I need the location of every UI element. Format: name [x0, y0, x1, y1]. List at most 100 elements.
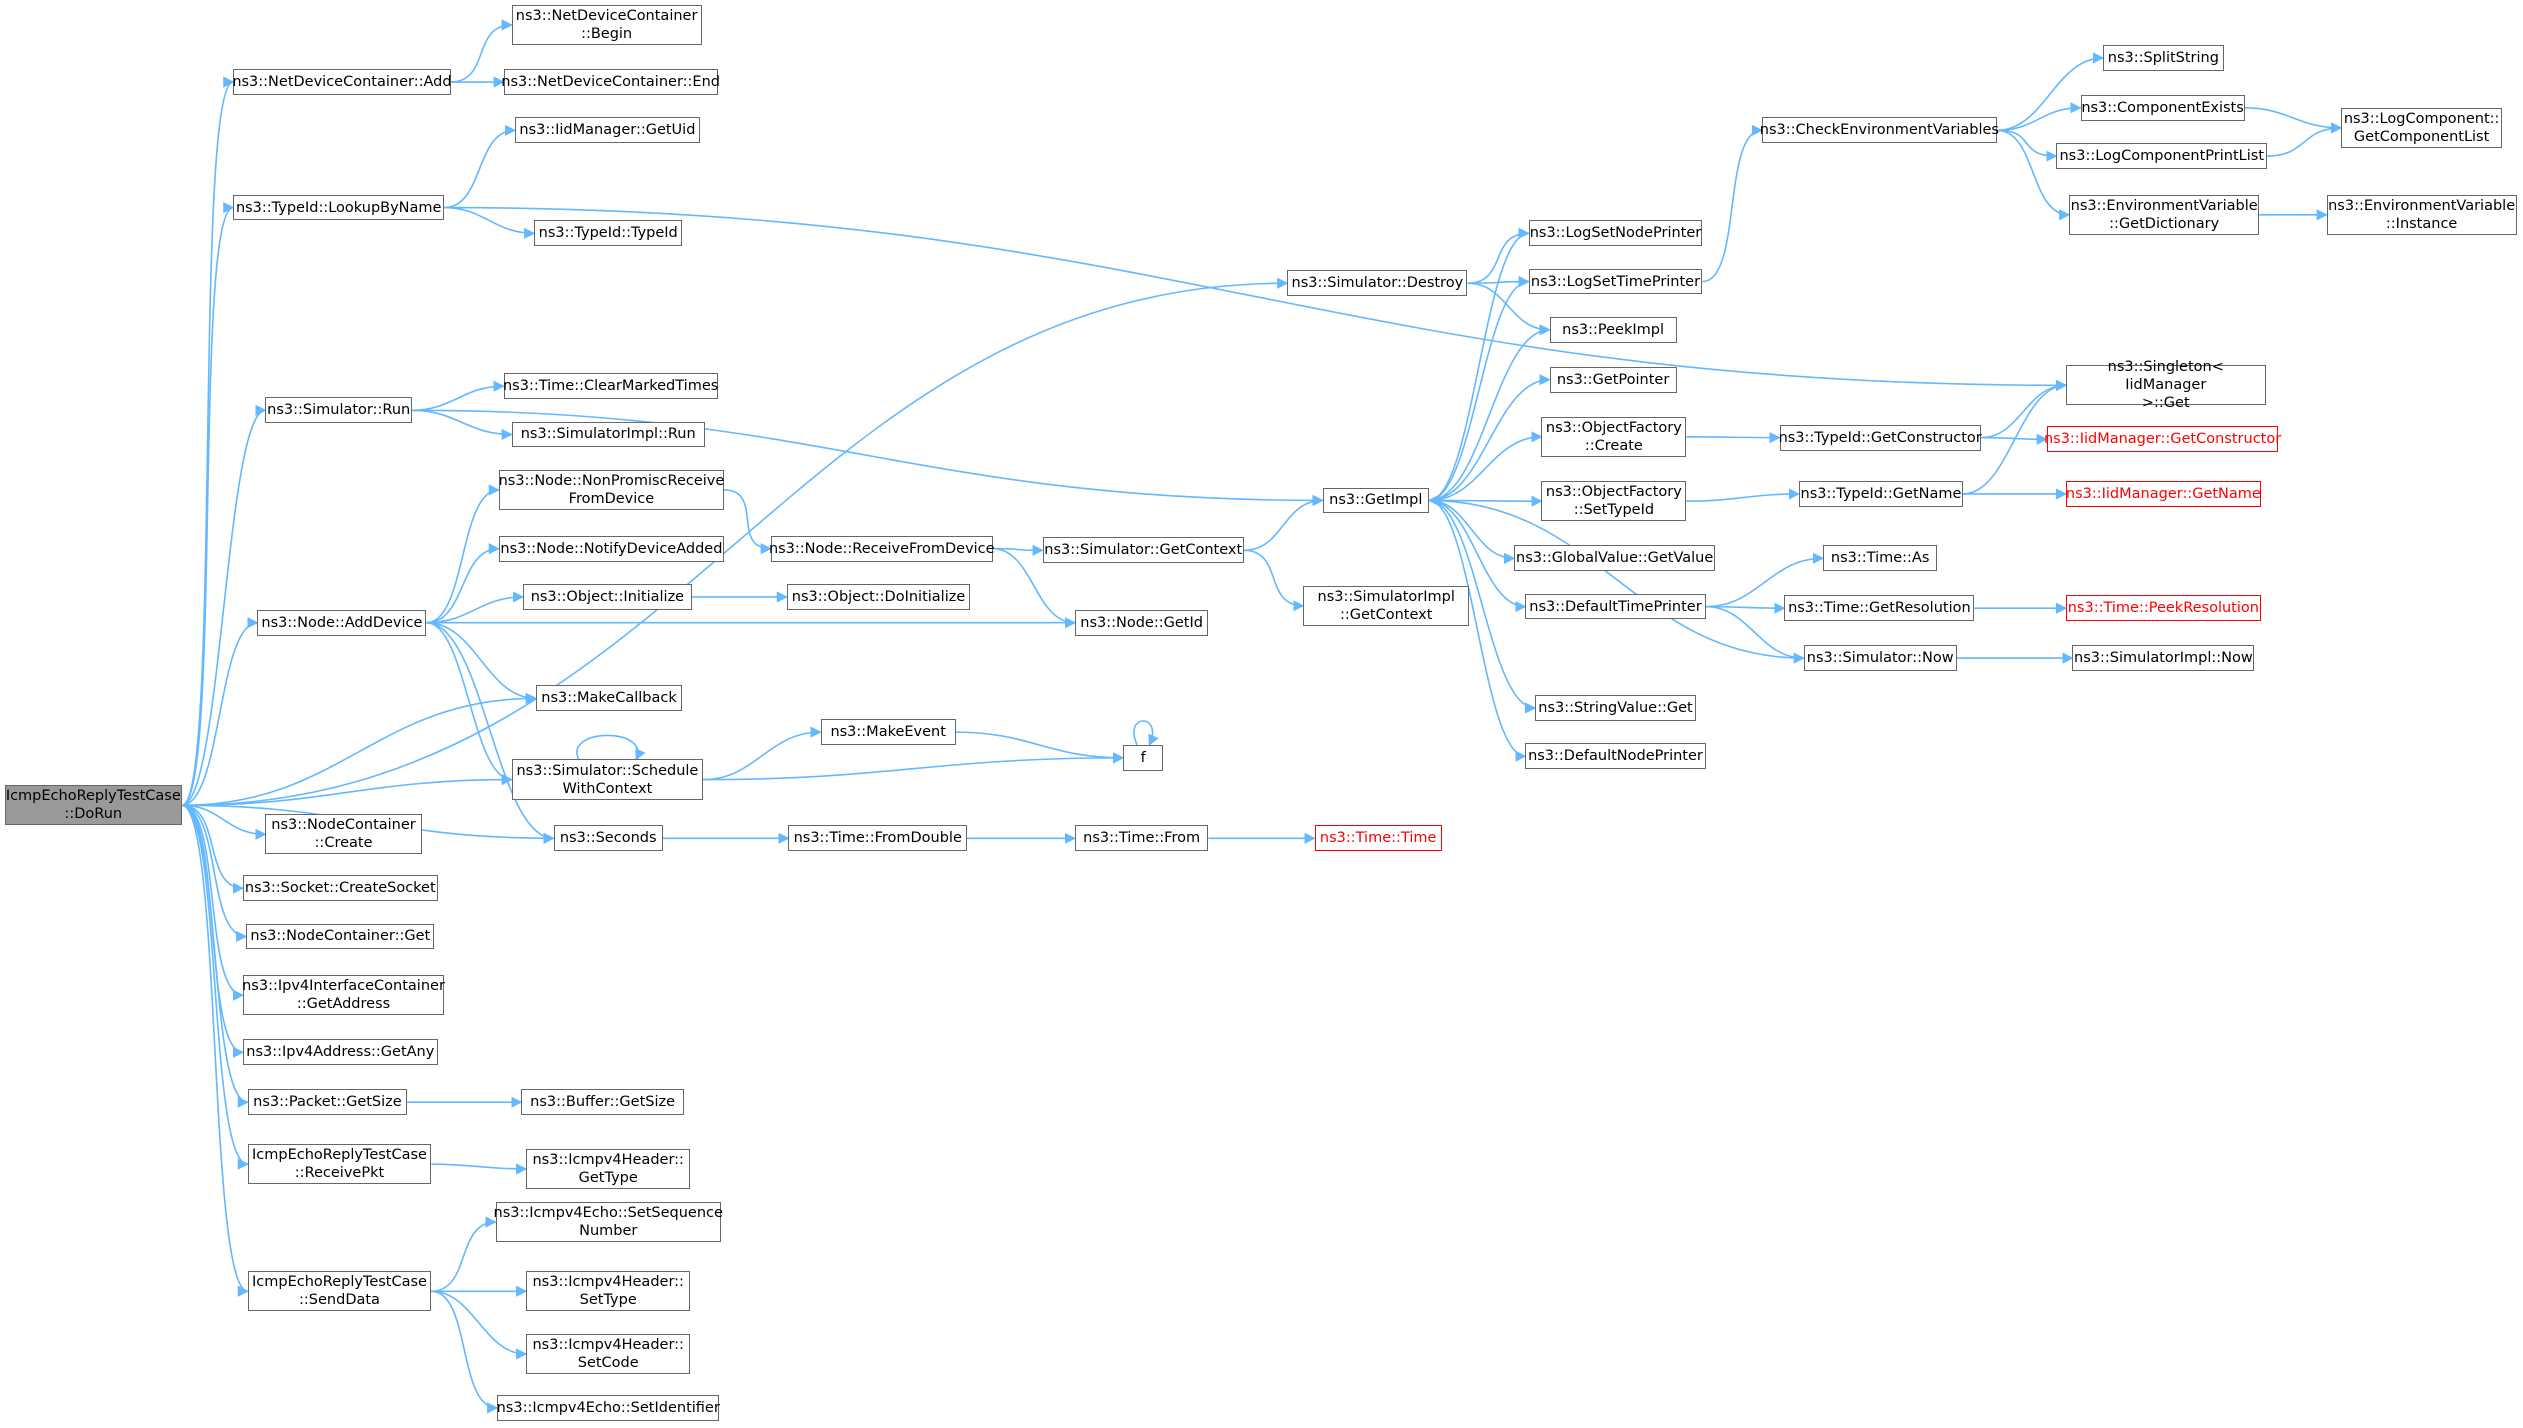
node-f[interactable]: f	[1123, 744, 1164, 771]
node-node-notify[interactable]: ns3::Node::NotifyDeviceAdded	[498, 535, 725, 562]
node-time-peekres[interactable]: ns3::Time::PeekResolution	[2066, 595, 2261, 622]
node-icmp-gettype[interactable]: ns3::Icmpv4Header:: GetType	[526, 1148, 691, 1190]
node-default-time[interactable]: ns3::DefaultTimePrinter	[1525, 593, 1706, 620]
node-sim-run[interactable]: ns3::Simulator::Run	[265, 397, 412, 424]
node-node-getid[interactable]: ns3::Node::GetId	[1074, 609, 1209, 636]
edge-makeevent-to-f	[955, 731, 1125, 764]
node-echo-setid[interactable]: ns3::Icmpv4Echo::SetIdentifier	[497, 1395, 720, 1421]
node-node-adddev[interactable]: ns3::Node::AddDevice	[257, 609, 427, 636]
edge-log-settime-to-check-env	[1702, 124, 1764, 283]
edge-node-recv-to-sim-getctx	[992, 544, 1044, 556]
node-sched-ctx[interactable]: ns3::Simulator::Schedule WithContext	[511, 759, 704, 800]
node-recvpkt[interactable]: IcmpEchoReplyTestCase ::ReceivePkt	[247, 1144, 432, 1185]
node-typeid-getctor[interactable]: ns3::TypeId::GetConstructor	[1779, 424, 1982, 451]
node-sim-destroy[interactable]: ns3::Simulator::Destroy	[1287, 270, 1468, 297]
node-obj-doinit[interactable]: ns3::Object::DoInitialize	[786, 584, 971, 610]
node-objfac-create[interactable]: ns3::ObjectFactory ::Create	[1541, 416, 1687, 457]
node-icmp-settype[interactable]: ns3::Icmpv4Header:: SetType	[526, 1271, 691, 1312]
node-getpointer[interactable]: ns3::GetPointer	[1549, 366, 1677, 393]
node-time-as[interactable]: ns3::Time::As	[1823, 545, 1938, 572]
edge-node-adddev-to-seconds	[426, 621, 555, 844]
node-comp-exists[interactable]: ns3::ComponentExists	[2080, 94, 2245, 121]
node-typeid-getname[interactable]: ns3::TypeId::GetName	[1798, 481, 1964, 507]
edge-root-to-makecallback	[181, 692, 537, 807]
edge-typeid-lookup-to-singleton-get	[444, 206, 2068, 391]
edge-getimpl-to-log-settime	[1428, 276, 1530, 502]
node-simimpl-now[interactable]: ns3::SimulatorImpl::Now	[2072, 645, 2255, 671]
node-check-env[interactable]: ns3::CheckEnvironmentVariables	[1760, 117, 1999, 144]
node-typeid-typeid[interactable]: ns3::TypeId::TypeId	[534, 220, 683, 247]
node-socket-create[interactable]: ns3::Socket::CreateSocket	[242, 875, 438, 902]
node-makeevent[interactable]: ns3::MakeEvent	[820, 719, 956, 745]
edge-node-adddev-to-obj-init	[426, 591, 525, 624]
node-nc-create[interactable]: ns3::NodeContainer ::Create	[265, 814, 422, 855]
edge-default-time-to-time-as	[1705, 552, 1825, 608]
node-nc-get[interactable]: ns3::NodeContainer::Get	[246, 923, 435, 950]
node-node-nonpromisc[interactable]: ns3::Node::NonPromiscReceive FromDevice	[499, 469, 724, 511]
node-iid-getuid[interactable]: ns3::IidManager::GetUid	[514, 117, 700, 144]
node-ipv4ic-getaddr[interactable]: ns3::Ipv4InterfaceContainer ::GetAddress	[242, 975, 445, 1016]
edge-senddata-to-echo-setseq	[431, 1216, 497, 1293]
node-icmp-setcode[interactable]: ns3::Icmpv4Header:: SetCode	[526, 1333, 691, 1375]
edge-check-env-to-logcomp-printlist	[1996, 129, 2058, 162]
node-env-instance[interactable]: ns3::EnvironmentVariable ::Instance	[2326, 194, 2517, 235]
node-packet-getsize[interactable]: ns3::Packet::GetSize	[247, 1089, 408, 1116]
edge-sched-ctx-to-f	[703, 752, 1125, 781]
edge-typeid-lookup-to-iid-getuid	[444, 124, 517, 209]
node-logcomp-getlist[interactable]: ns3::LogComponent:: GetComponentList	[2341, 107, 2503, 149]
node-env-getdict[interactable]: ns3::EnvironmentVariable ::GetDictionary	[2069, 194, 2260, 235]
edge-getimpl-to-default-time	[1428, 499, 1527, 613]
edge-recvpkt-to-icmp-gettype	[431, 1163, 528, 1175]
node-peekimpl[interactable]: ns3::PeekImpl	[1549, 316, 1677, 343]
node-obj-init[interactable]: ns3::Object::Initialize	[522, 584, 692, 610]
node-time-fromdouble[interactable]: ns3::Time::FromDouble	[788, 825, 968, 852]
edge-sim-now-to-getimpl	[1427, 494, 1804, 659]
edge-root-to-node-adddev	[181, 617, 259, 807]
node-getimpl[interactable]: ns3::GetImpl	[1322, 487, 1429, 514]
node-typeid-lookup[interactable]: ns3::TypeId::LookupByName	[233, 194, 445, 221]
node-default-node[interactable]: ns3::DefaultNodePrinter	[1525, 743, 1706, 770]
edge-node-nonpromisc-to-node-recv	[724, 489, 772, 555]
node-time-time[interactable]: ns3::Time::Time	[1314, 825, 1442, 852]
node-log-setnode[interactable]: ns3::LogSetNodePrinter	[1528, 220, 1703, 247]
node-time-from[interactable]: ns3::Time::From	[1074, 825, 1209, 852]
node-root[interactable]: IcmpEchoReplyTestCase ::DoRun	[4, 785, 182, 826]
node-simimpl-getctx[interactable]: ns3::SimulatorImpl ::GetContext	[1303, 585, 1470, 626]
node-ipv4addr-getany[interactable]: ns3::Ipv4Address::GetAny	[242, 1039, 438, 1066]
node-ndc-begin[interactable]: ns3::NetDeviceContainer ::Begin	[511, 4, 702, 46]
edge-sim-getctx-to-simimpl-getctx	[1243, 549, 1305, 612]
node-buffer-getsize[interactable]: ns3::Buffer::GetSize	[521, 1089, 684, 1116]
node-objfac-settypeid[interactable]: ns3::ObjectFactory ::SetTypeId	[1541, 481, 1687, 522]
node-singleton-get[interactable]: ns3::Singleton< IidManager >::Get	[2066, 359, 2266, 411]
node-ndc-end[interactable]: ns3::NetDeviceContainer::End	[501, 69, 720, 95]
edge-sim-run-to-getimpl	[411, 409, 1324, 507]
node-stringvalue-get[interactable]: ns3::StringValue::Get	[1535, 695, 1696, 721]
edge-objfac-create-to-typeid-getctor	[1686, 432, 1781, 444]
node-log-settime[interactable]: ns3::LogSetTimePrinter	[1528, 268, 1703, 295]
node-simimpl-run[interactable]: ns3::SimulatorImpl::Run	[511, 421, 705, 448]
edge-objfac-settypeid-to-typeid-getname	[1686, 488, 1801, 503]
node-ndc-add[interactable]: ns3::NetDeviceContainer::Add	[232, 69, 452, 95]
node-iid-getctor[interactable]: ns3::IidManager::GetConstructor	[2044, 426, 2281, 453]
node-time-getres[interactable]: ns3::Time::GetResolution	[1784, 595, 1975, 622]
node-splitstring[interactable]: ns3::SplitString	[2103, 45, 2224, 71]
edge-root-to-senddata	[181, 804, 249, 1297]
node-echo-setseq[interactable]: ns3::Icmpv4Echo::SetSequence Number	[494, 1201, 723, 1243]
node-senddata[interactable]: IcmpEchoReplyTestCase ::SendData	[247, 1271, 432, 1312]
edge-check-env-to-comp-exists	[1996, 102, 2082, 132]
node-makecallback[interactable]: ns3::MakeCallback	[535, 685, 683, 712]
edge-typeid-getname-to-singleton-get	[1963, 379, 2068, 495]
node-node-recv[interactable]: ns3::Node::ReceiveFromDevice	[769, 535, 995, 562]
edge-sim-run-to-time-clear	[411, 380, 505, 412]
node-time-clear[interactable]: ns3::Time::ClearMarkedTimes	[503, 373, 718, 400]
node-iid-getname[interactable]: ns3::IidManager::GetName	[2066, 481, 2261, 507]
node-logcomp-printlist[interactable]: ns3::LogComponentPrintList	[2056, 143, 2268, 169]
edge-root-to-typeid-lookup	[181, 202, 235, 807]
node-gv-getvalue[interactable]: ns3::GlobalValue::GetValue	[1514, 545, 1716, 572]
node-sim-now[interactable]: ns3::Simulator::Now	[1803, 645, 1957, 671]
node-sim-getctx[interactable]: ns3::Simulator::GetContext	[1042, 537, 1244, 564]
edge-sim-destroy-to-log-setnode	[1467, 227, 1530, 284]
node-seconds[interactable]: ns3::Seconds	[553, 825, 663, 852]
